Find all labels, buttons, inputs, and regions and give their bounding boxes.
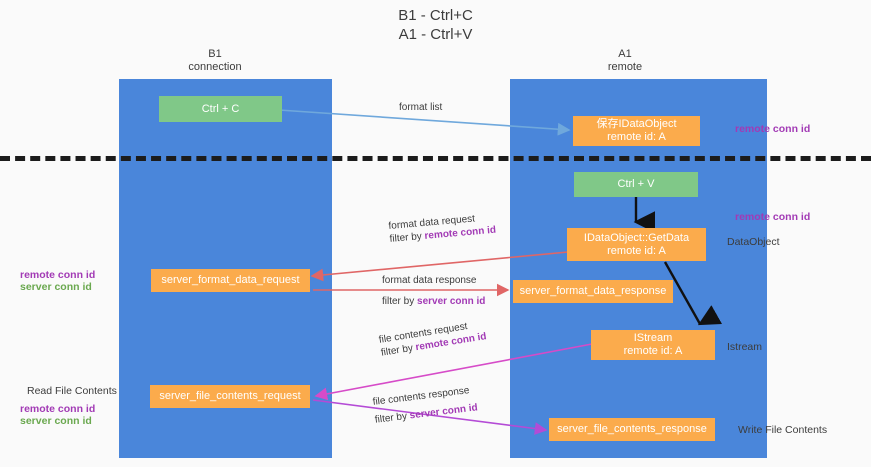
edge-label-file-contents-response: file contents response filter by server … [372, 383, 478, 426]
node-server-file-contents-request[interactable]: server_file_contents_request [150, 385, 310, 408]
node-ctrl-v-label: Ctrl + V [617, 178, 655, 190]
node-save-idataobject[interactable]: 保存IDataObject remote id: A [573, 116, 700, 146]
annotation-dataobject: DataObject [727, 236, 780, 248]
edge-label-format-list: format list [399, 101, 442, 114]
column-b1-role: connection [188, 61, 242, 73]
node-save-idataobject-line2: remote id: A [607, 131, 666, 143]
node-server-format-data-request[interactable]: server_format_data_request [151, 269, 310, 292]
annotation-left-remote-conn-id-lower: remote conn id [20, 403, 96, 415]
annotation-left-remote-conn-id-upper: remote conn id [20, 269, 96, 281]
node-istream-line2: remote id: A [623, 345, 683, 357]
node-fmt-res-label: server_format_data_response [519, 285, 667, 297]
node-save-idataobject-line1: 保存IDataObject [596, 118, 677, 130]
node-idataobject-getdata[interactable]: IDataObject::GetData remote id: A [567, 228, 706, 261]
node-ctrl-c[interactable]: Ctrl + C [159, 96, 282, 122]
diagram-title: B1 - Ctrl+C A1 - Ctrl+V [0, 6, 871, 44]
annotation-write-file-contents: Write File Contents [738, 424, 828, 436]
edge-format-list-text: format list [399, 102, 443, 113]
title-line-2: A1 - Ctrl+V [398, 26, 473, 43]
edge-fmt-req-filter-prefix: filter by [389, 230, 426, 245]
edge-file-res-filter-prefix: filter by [374, 410, 411, 426]
node-istream-line1: IStream [633, 332, 673, 344]
edge-fmt-res-filter-key: server conn id [417, 296, 486, 307]
node-fmt-req-label: server_format_data_request [161, 274, 300, 286]
node-istream[interactable]: IStream remote id: A [591, 330, 715, 360]
annotation-istream: Istream [727, 341, 763, 353]
annotation-read-file-contents: Read File Contents [27, 385, 117, 397]
edge-fmt-res-text: format data response [382, 275, 477, 286]
edge-label-format-data-response: format data response filter by server co… [382, 274, 485, 308]
node-file-res-label: server_file_contents_response [557, 423, 707, 435]
node-getdata-line1: IDataObject::GetData [583, 231, 690, 244]
node-file-req-label: server_file_contents_request [159, 390, 301, 402]
title-line-1: B1 - Ctrl+C [398, 7, 473, 24]
node-ctrl-v[interactable]: Ctrl + V [574, 172, 698, 197]
node-ctrl-c-label: Ctrl + C [201, 102, 240, 115]
edge-file-res-filter-key: server conn id [409, 402, 479, 422]
column-header-b1: B1 connection [160, 48, 270, 74]
column-header-a1: A1 remote [570, 48, 680, 74]
column-a1-role: remote [607, 61, 643, 73]
edge-file-req-filter-prefix: filter by [380, 342, 417, 359]
node-server-file-contents-response[interactable]: server_file_contents_response [549, 418, 715, 441]
annotation-remote-conn-id-top: remote conn id [735, 123, 811, 135]
edge-fmt-res-filter-prefix: filter by [382, 296, 418, 307]
column-a1-name: A1 [618, 48, 632, 60]
phase-divider [0, 156, 871, 161]
column-b1-name: B1 [208, 48, 222, 60]
node-getdata-line2: remote id: A [607, 244, 666, 257]
edge-label-file-contents-request: file contents request filter by remote c… [378, 317, 487, 359]
node-server-format-data-response[interactable]: server_format_data_response [513, 280, 673, 303]
annotation-left-server-conn-id-lower: server conn id [20, 415, 92, 427]
annotation-left-server-conn-id-upper: server conn id [20, 281, 92, 293]
edge-label-format-data-request: format data request filter by remote con… [388, 211, 497, 246]
edge-fmt-res-filter: filter by server conn id [382, 295, 485, 308]
annotation-remote-conn-id-mid: remote conn id [735, 211, 811, 223]
